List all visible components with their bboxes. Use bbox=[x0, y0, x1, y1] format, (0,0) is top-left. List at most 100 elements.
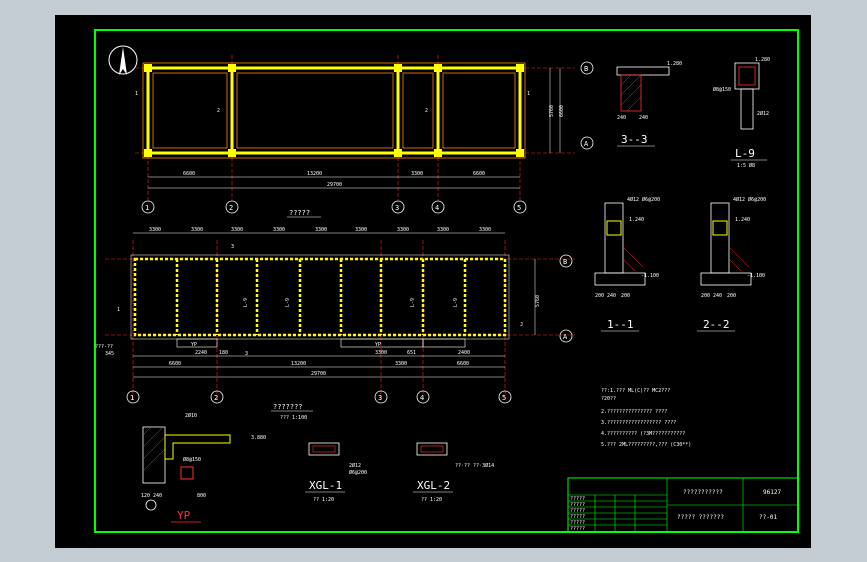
top-axis-4: 4 bbox=[435, 204, 439, 212]
yp-dim3: Ø8@150 bbox=[183, 456, 201, 463]
s33-dim2: 240 bbox=[617, 115, 626, 121]
detail-xgl2: ??·?? ??·3Ø14 XGL-2 ?? 1:20 bbox=[413, 442, 494, 503]
top-axis-5: 5 bbox=[517, 204, 521, 212]
tb-row-1: ????? bbox=[570, 496, 585, 502]
mid-left-mark2: 345 bbox=[105, 351, 114, 357]
top-span-4: 6600 bbox=[473, 171, 485, 177]
mid-bot-dim-1: 2240 bbox=[195, 350, 207, 356]
xgl2-sub: ?? 1:20 bbox=[421, 497, 442, 503]
yp-dim2: 2Ø10 bbox=[185, 412, 197, 419]
sec-mark-3a: 3 bbox=[231, 244, 234, 250]
tb-row-2: ????? bbox=[570, 502, 585, 508]
xgl1-tag1: 2Ø12 bbox=[349, 462, 361, 469]
top-axis-1: 1 bbox=[145, 204, 149, 212]
north-arrow-icon bbox=[108, 45, 138, 75]
plan-mid: YP YP L-9 L-9 L-9 L-9 3 3 1 J bbox=[95, 227, 575, 421]
general-notes: ??:1.??? ML(C)?? MC2??? ?20?? 2.????????… bbox=[601, 388, 691, 448]
beam-tag-yp-1: YP bbox=[191, 342, 197, 348]
s33-dim1: 1.280 bbox=[667, 61, 682, 67]
beam-tag-l9-3: L-9 bbox=[410, 298, 416, 307]
svg-text:1: 1 bbox=[527, 91, 530, 97]
section-3-3: 1.280 240 240 3--3 bbox=[616, 61, 682, 147]
axis-bubble-icon bbox=[145, 499, 157, 511]
s22-top: 4Ø12 Ø6@200 bbox=[733, 196, 766, 203]
top-right-dim-a: 5760 bbox=[549, 105, 555, 117]
mid-bot-dim-5: 2400 bbox=[458, 350, 470, 356]
mid-span-3: 3300 bbox=[395, 361, 407, 367]
top-axis-a: A bbox=[584, 140, 589, 148]
l9-dim2: Ø8@150 bbox=[713, 86, 731, 93]
mid-left-mark: ???-?? bbox=[95, 344, 113, 350]
top-axis-3: 3 bbox=[395, 204, 399, 212]
tb-row-6: ????? bbox=[570, 526, 585, 532]
axis-bubble-icon bbox=[126, 254, 573, 404]
note-6: 5.??? 2ML?????????,??? (C30**) bbox=[601, 442, 691, 448]
s11-b3: 200 bbox=[621, 293, 630, 299]
s22-elev1: 1.240 bbox=[735, 217, 750, 223]
mid-top-dim-5: 3300 bbox=[315, 227, 327, 233]
top-span-2: 13200 bbox=[307, 171, 322, 177]
xgl1-label: XGL-1 bbox=[309, 479, 342, 492]
plan-top: 1 2 2 1 6600 13200 3300 6600 29700 5760 bbox=[135, 55, 594, 218]
l9-label: L-9 bbox=[735, 147, 755, 160]
tb-row-3: ????? bbox=[570, 508, 585, 514]
mid-top-dim-1: 3300 bbox=[149, 227, 161, 233]
top-right-dim-b: 6600 bbox=[559, 105, 565, 117]
mid-span-2: 13200 bbox=[291, 361, 306, 367]
yp-dim4: 800 bbox=[197, 493, 206, 499]
s11-b1: 200 bbox=[595, 293, 604, 299]
s11-elev1: 1.240 bbox=[629, 217, 644, 223]
section-1-1: 4Ø12 Ø6@200 1.240 -1.100 200 240 200 1--… bbox=[594, 196, 660, 332]
mid-axis-b: B bbox=[563, 258, 567, 266]
beam-tag-l9-4: L-9 bbox=[453, 298, 459, 307]
sec-mark-j: J bbox=[520, 322, 523, 328]
s11-b2: 240 bbox=[607, 293, 616, 299]
l9-sub: 1:5 Ø8 bbox=[737, 162, 755, 169]
tb-code: 96127 bbox=[763, 489, 781, 496]
tb-project: ??????????? bbox=[683, 489, 723, 496]
axis-bubble-icon bbox=[141, 61, 594, 214]
beam-tag-yp-2: YP bbox=[375, 342, 381, 348]
tb-row-5: ????? bbox=[570, 520, 585, 526]
mid-bot-dim-4: 651 bbox=[407, 350, 416, 356]
mid-plan-title: ??????? bbox=[273, 403, 303, 411]
mid-right-dim: 5760 bbox=[535, 295, 541, 307]
xgl1-tag2: Ø6@200 bbox=[349, 469, 367, 476]
mid-span-1: 6600 bbox=[169, 361, 181, 367]
mid-total: 29700 bbox=[311, 371, 326, 377]
yp-label: YP bbox=[177, 509, 191, 522]
yp-dim5: 120 240 bbox=[141, 493, 162, 499]
svg-text:2: 2 bbox=[425, 108, 428, 114]
note-3: 2.??????????????? ???? bbox=[601, 409, 667, 415]
top-axis-b: B bbox=[584, 65, 588, 73]
top-span-1: 6600 bbox=[183, 171, 195, 177]
title-block: ??????????? ????? ??????? 96127 ??-01 ??… bbox=[567, 477, 799, 533]
s22-elev2: -1.100 bbox=[747, 273, 765, 279]
l9-dim3: 2Ø12 bbox=[757, 110, 769, 117]
s22-label: 2--2 bbox=[703, 318, 730, 331]
mid-axis-a: A bbox=[563, 333, 568, 341]
s33-label: 3--3 bbox=[621, 133, 648, 146]
mid-top-dim-9: 3300 bbox=[479, 227, 491, 233]
top-span-3: 3300 bbox=[411, 171, 423, 177]
detail-xgl1: 2Ø12 Ø6@200 XGL-1 ?? 1:20 bbox=[305, 442, 367, 503]
s33-dim3: 240 bbox=[639, 115, 648, 121]
tb-number: ??-01 bbox=[759, 514, 777, 521]
s11-top: 4Ø12 Ø6@200 bbox=[627, 196, 660, 203]
yp-dim1: 3.880 bbox=[251, 435, 266, 441]
section-l9: 1.280 Ø8@150 2Ø12 L-9 1:5 Ø8 bbox=[713, 57, 770, 169]
drawing-sheet[interactable]: 1 2 2 1 6600 13200 3300 6600 29700 5760 bbox=[55, 15, 811, 548]
svg-text:2: 2 bbox=[217, 108, 220, 114]
top-total: 29700 bbox=[327, 182, 342, 188]
drawing-svg: 1 2 2 1 6600 13200 3300 6600 29700 5760 bbox=[94, 29, 799, 533]
mid-top-dim-7: 3300 bbox=[397, 227, 409, 233]
mid-bot-dim-2: 180 bbox=[219, 350, 228, 356]
mid-axis-4: 4 bbox=[420, 394, 424, 402]
plan-columns bbox=[144, 64, 524, 157]
xgl2-tag1: ??·?? ??·3Ø14 bbox=[455, 462, 494, 469]
top-plan-title: ????? bbox=[289, 209, 310, 217]
l9-dim1: 1.280 bbox=[755, 57, 770, 63]
note-1: ??:1.??? ML(C)?? MC2??? bbox=[601, 388, 670, 394]
sheet-border bbox=[94, 29, 799, 533]
